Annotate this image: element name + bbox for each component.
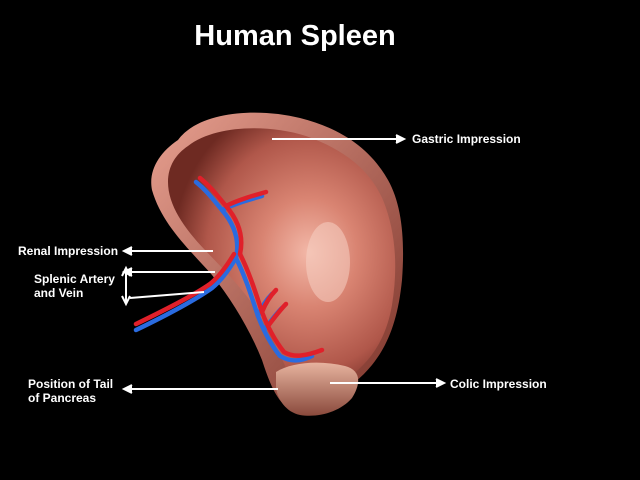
spleen-highlight <box>306 222 350 302</box>
pancreas-tail-label: Position of Tail of Pancreas <box>28 377 113 405</box>
gastric-impression-label: Gastric Impression <box>412 132 521 146</box>
slide-title: Human Spleen <box>194 20 396 52</box>
splenic-bracket-bottom <box>121 295 131 307</box>
pancreas-arrowhead <box>121 384 133 394</box>
colic-impression-label: Colic Impression <box>450 377 547 391</box>
splenic-label-line-1: Splenic Artery <box>34 272 115 286</box>
splenic-artery-vein-label: Splenic Artery and Vein <box>34 272 115 300</box>
spleen-body <box>168 128 396 388</box>
splenic-label-line-2: and Vein <box>34 286 84 300</box>
pancreas-label-line-2: of Pancreas <box>28 391 97 405</box>
splenic-arrow-lower <box>129 291 205 299</box>
gastric-arrowhead <box>395 134 407 144</box>
renal-impression-label: Renal Impression <box>18 244 119 258</box>
splenic-artery <box>133 175 325 358</box>
pancreas-label-line-1: Position of Tail <box>28 377 114 391</box>
renal-arrowhead <box>121 246 133 256</box>
colic-arrowhead <box>435 378 447 388</box>
splenic-bracket-top <box>121 265 131 277</box>
pancreas-tail-base <box>276 362 359 416</box>
pointer-arrows <box>121 134 447 394</box>
